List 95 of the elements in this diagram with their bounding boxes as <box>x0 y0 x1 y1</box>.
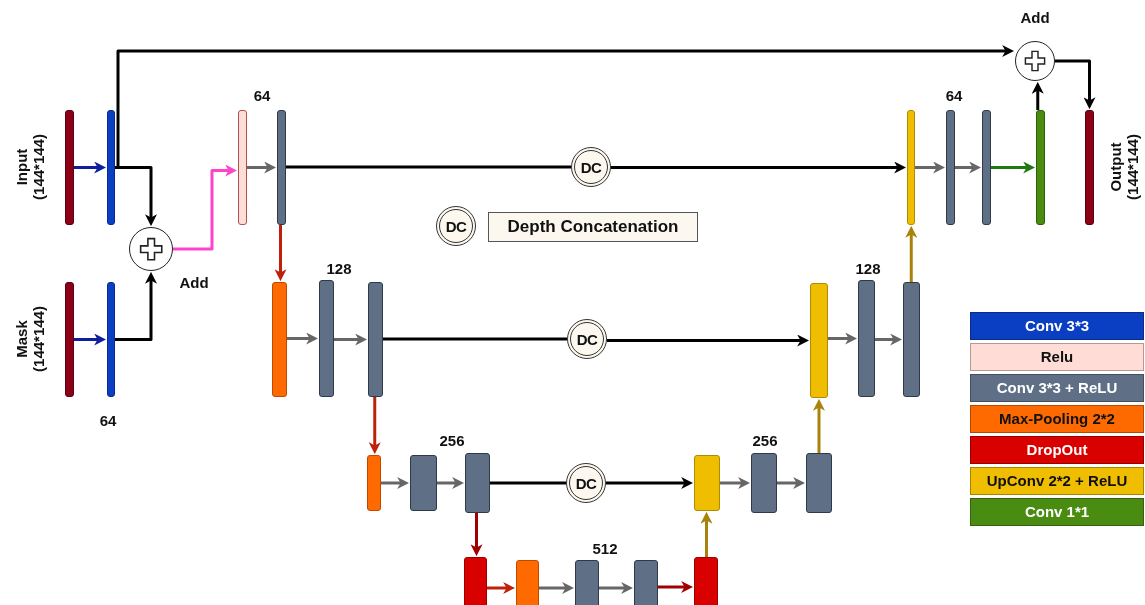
arrow <box>1031 81 1044 110</box>
layer-bar <box>516 560 539 605</box>
layer-bar <box>694 455 720 511</box>
layer-bar <box>65 110 74 225</box>
layer-caption: Mask (144*144) <box>12 305 48 374</box>
arrow <box>606 477 694 489</box>
legend-item: Max-Pooling 2*2 <box>970 405 1144 433</box>
layer-bar <box>634 560 658 605</box>
arrow <box>611 161 907 174</box>
legend-item: Conv 3*3 <box>970 312 1144 340</box>
operation-label: Add <box>1019 9 1051 27</box>
circle-label: DC <box>580 158 602 176</box>
layer-bar <box>575 560 599 605</box>
layer-bar <box>238 110 247 225</box>
arrow <box>955 161 982 174</box>
layer-bar <box>65 282 74 397</box>
concat-circle <box>567 319 607 359</box>
legend-item: Conv 1*1 <box>970 498 1144 526</box>
arrow <box>115 271 157 341</box>
layer-bar <box>368 282 383 397</box>
channel-count: 128 <box>326 259 352 277</box>
circle-label: DC <box>576 330 598 348</box>
note-box <box>488 212 698 242</box>
arrow <box>875 333 903 346</box>
connector-line <box>286 165 571 169</box>
arrow <box>113 45 1015 169</box>
layer-bar <box>946 110 955 225</box>
layer-caption: Output (144*144) <box>1106 133 1142 202</box>
arrow <box>368 397 381 455</box>
connector-line <box>490 481 566 485</box>
arrow <box>991 161 1036 174</box>
arrow <box>247 161 277 174</box>
layer-bar <box>107 110 115 225</box>
concat-circle <box>566 463 606 503</box>
add-circle <box>129 227 173 271</box>
circle-label: DC <box>575 474 597 492</box>
arrow <box>381 477 410 489</box>
concat-circle <box>571 147 611 187</box>
arrow <box>334 333 368 346</box>
layer-bar <box>319 280 334 397</box>
arrow <box>658 581 694 593</box>
arrow <box>470 513 483 557</box>
layer-bar <box>277 110 286 225</box>
layer-bar <box>107 282 115 397</box>
layer-bar <box>982 110 991 225</box>
arrow <box>700 511 713 557</box>
arrow <box>1055 59 1096 110</box>
arrow <box>720 477 751 489</box>
concat-circle <box>436 206 476 246</box>
arrow <box>287 332 319 345</box>
channel-count: 256 <box>752 431 778 449</box>
channel-count: 128 <box>855 259 881 277</box>
legend-item: Conv 3*3 + ReLU <box>970 374 1144 402</box>
arrow <box>74 161 107 174</box>
arrow <box>539 582 575 594</box>
arrow <box>487 582 516 594</box>
layer-bar <box>367 455 381 511</box>
legend-item: Relu <box>970 343 1144 371</box>
layer-bar <box>464 557 487 605</box>
layer-bar <box>694 557 718 605</box>
note-text: Depth Concatenation <box>507 217 679 237</box>
add-circle <box>1015 41 1055 81</box>
arrow <box>274 225 287 282</box>
layer-bar <box>410 455 437 511</box>
arrow <box>173 164 238 251</box>
arrow <box>74 333 107 346</box>
channel-count: 512 <box>592 539 618 557</box>
layer-bar <box>858 280 875 397</box>
channel-count: 64 <box>945 86 963 104</box>
layer-bar <box>1036 110 1045 225</box>
arrow <box>437 477 465 489</box>
layer-bar <box>465 453 490 513</box>
layer-bar <box>751 453 777 513</box>
layer-bar <box>907 110 915 225</box>
layer-caption: Input (144*144) <box>12 133 48 202</box>
arrow <box>915 161 946 174</box>
arrow <box>905 225 918 282</box>
channel-count: 64 <box>99 411 117 429</box>
layer-bar <box>806 453 832 513</box>
arrow <box>599 582 634 594</box>
legend-item: DropOut <box>970 436 1144 464</box>
layer-bar <box>1085 110 1094 225</box>
arrow <box>607 334 810 347</box>
layer-bar <box>272 282 287 397</box>
legend-item: UpConv 2*2 + ReLU <box>970 467 1144 495</box>
operation-label: Add <box>178 274 210 292</box>
layer-bar <box>810 283 828 398</box>
arrow <box>813 398 825 453</box>
arrow <box>777 477 806 489</box>
arrow <box>828 332 858 345</box>
circle-label: DC <box>445 217 467 235</box>
layer-bar <box>903 282 920 397</box>
channel-count: 64 <box>253 86 271 104</box>
connector-line <box>383 337 567 341</box>
channel-count: 256 <box>439 431 465 449</box>
